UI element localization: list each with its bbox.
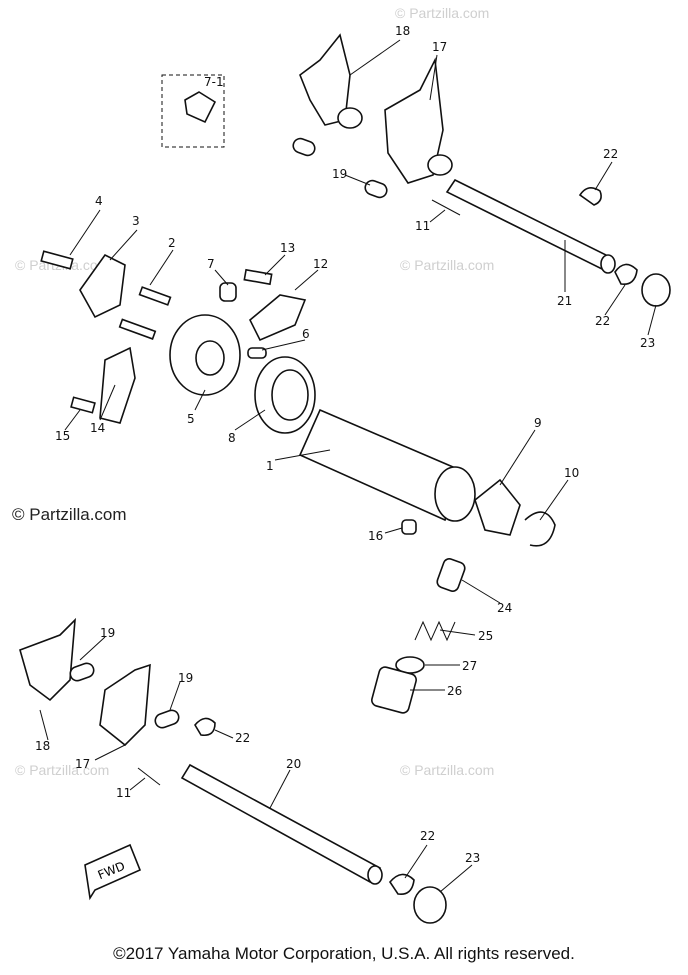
- callout-7: 7: [207, 257, 215, 271]
- dowel-7: [219, 282, 237, 302]
- callout-11: 11: [415, 219, 430, 233]
- shift-fork-18-boss: [337, 107, 363, 129]
- cotter-pin-11: [431, 199, 461, 216]
- guide-pin-19: [292, 137, 316, 157]
- callout-23: 23: [465, 851, 480, 865]
- callout-22: 22: [235, 731, 250, 745]
- circlip-22: [388, 873, 415, 896]
- bolt-15: [70, 396, 96, 414]
- segment-5-bore: [195, 340, 225, 376]
- watermark-text: © Partzilla.com: [400, 257, 494, 273]
- callout-19: 19: [100, 626, 115, 640]
- callout-24: 24: [497, 601, 512, 615]
- callout-17: 17: [432, 40, 447, 54]
- callout-8: 8: [228, 431, 236, 445]
- callout-19: 19: [178, 671, 193, 685]
- shift-drum-1: [298, 408, 461, 522]
- callout-11: 11: [116, 786, 131, 800]
- side-plate-9: [474, 478, 521, 536]
- guide-bar-20-end: [367, 865, 383, 885]
- callout-22: 22: [595, 314, 610, 328]
- washer-23: [641, 273, 671, 307]
- segment-plate-3: [79, 253, 126, 319]
- callout-27: 27: [462, 659, 477, 673]
- watermark-text: © Partzilla.com: [395, 5, 489, 21]
- callout-4: 4: [95, 194, 103, 208]
- shift-fork-18: [19, 617, 76, 702]
- neutral-point-24: [436, 558, 466, 592]
- callout-18: 18: [35, 739, 50, 753]
- pin-2: [118, 318, 157, 340]
- guide-pin-19: [364, 179, 388, 199]
- callout-26: 26: [447, 684, 462, 698]
- plug-26: [371, 666, 417, 714]
- callout-16: 16: [368, 529, 383, 543]
- shift-fork-17-boss: [427, 154, 453, 176]
- shift-fork-17: [99, 663, 151, 747]
- callout-5: 5: [187, 412, 195, 426]
- callout-19: 19: [332, 167, 347, 181]
- part-7-1: [184, 91, 217, 124]
- callout-13: 13: [280, 241, 295, 255]
- part-7-1-inset: [161, 74, 225, 148]
- callout-17: 17: [75, 757, 90, 771]
- circlip-22: [614, 263, 638, 286]
- shift-fork-17: [384, 57, 444, 184]
- circlip-10: [524, 511, 556, 547]
- callout-6: 6: [302, 327, 310, 341]
- callout-12: 12: [313, 257, 328, 271]
- pin-6: [247, 347, 267, 359]
- callout-1: 1: [266, 459, 274, 473]
- circlip-22: [578, 187, 602, 206]
- watermark-text: © Partzilla.com: [400, 762, 494, 778]
- dowel-16: [401, 519, 417, 535]
- callout-14: 14: [90, 421, 105, 435]
- callout-2: 2: [168, 236, 176, 250]
- guide-bar-21-end: [600, 254, 616, 274]
- pin-2: [138, 286, 172, 306]
- callout-10: 10: [564, 466, 579, 480]
- guide-bar-20: [180, 763, 382, 884]
- callout-9: 9: [534, 416, 542, 430]
- callout-21: 21: [557, 294, 572, 308]
- guide-pin-19: [154, 709, 180, 729]
- bolt-13: [243, 268, 273, 286]
- callout-7-1: 7-1: [204, 75, 224, 89]
- washer-23: [413, 886, 447, 924]
- bearing-8-inner: [271, 369, 309, 421]
- watermark-text: © Partzilla.com: [12, 505, 127, 524]
- callout-23: 23: [640, 336, 655, 350]
- watermark-text: © Partzilla.com: [15, 762, 109, 778]
- stopper-plate-12: [249, 294, 307, 342]
- bolt-4: [40, 250, 74, 270]
- shift-drum-1-end: [434, 466, 476, 522]
- fwd-arrow-icon: FWD: [84, 843, 142, 901]
- callout-3: 3: [132, 214, 140, 228]
- shift-fork-18: [299, 33, 351, 126]
- callout-22: 22: [420, 829, 435, 843]
- cotter-pin-11: [137, 767, 161, 786]
- callout-25: 25: [478, 629, 493, 643]
- circlip-22: [194, 717, 216, 737]
- callout-18: 18: [395, 24, 410, 38]
- copyright-notice: ©2017 Yamaha Motor Corporation, U.S.A. A…: [113, 944, 575, 963]
- callout-15: 15: [55, 429, 70, 443]
- callout-22: 22: [603, 147, 618, 161]
- callout-20: 20: [286, 757, 301, 771]
- bracket-14: [99, 346, 136, 424]
- guide-pin-19: [69, 662, 95, 682]
- spring-25: [414, 620, 456, 642]
